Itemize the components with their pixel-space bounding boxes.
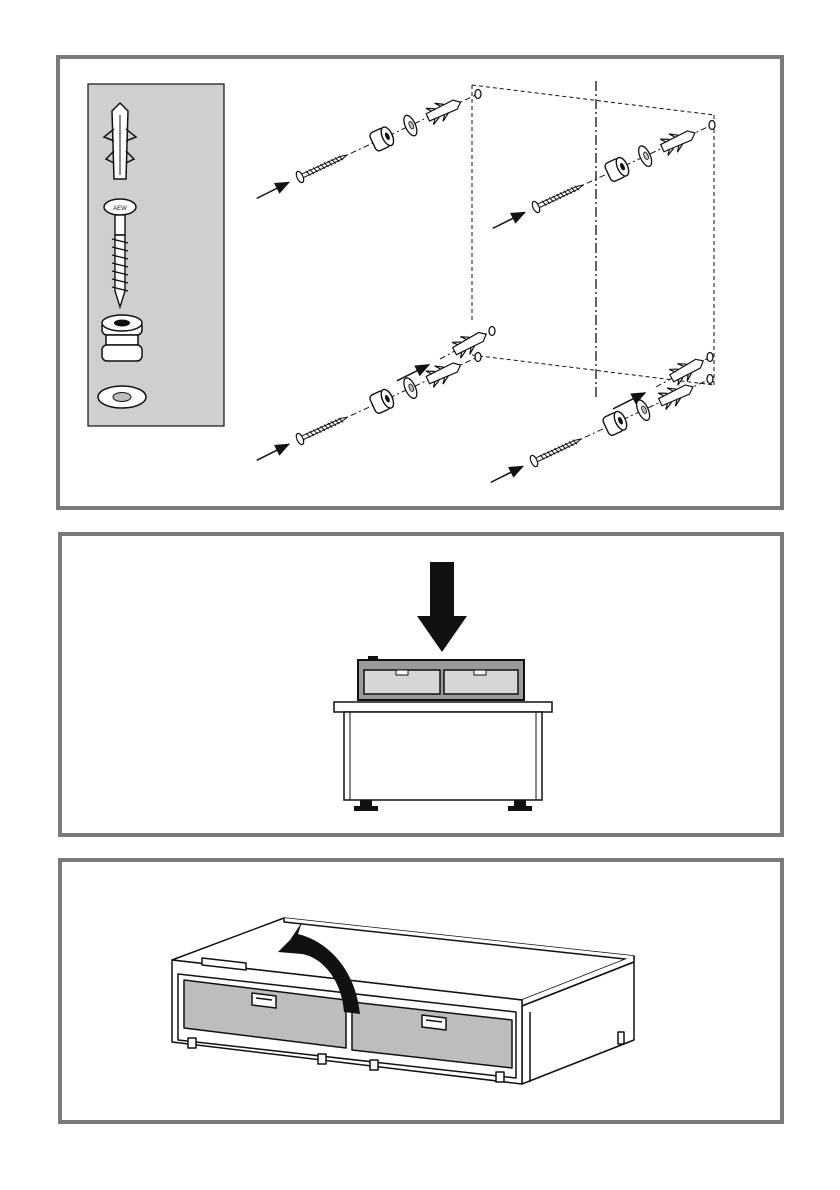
hardware-set [257,353,481,461]
wall-plug-icon [424,356,465,389]
insert-arrow-icon [491,466,523,482]
wall-hole-icon [475,353,481,362]
worktop [334,702,552,712]
washer-icon [636,144,654,168]
wall-hole-icon [489,327,495,336]
insert-arrow-icon [257,444,289,460]
spacer-bushing-icon [602,410,629,437]
wall-hole-icon [709,121,715,130]
hardware-set [491,375,713,483]
drawer-unit-perspective [172,918,634,1084]
wall-plug-icon [658,124,699,157]
spacer-bushing-icon [369,388,396,415]
down-arrow-icon [417,562,467,652]
drawer-unit [358,656,524,700]
screw-icon [295,412,350,446]
screw-icon [529,434,584,468]
step-panel-wall-mounting: AEW [56,55,784,510]
hardware-legend: AEW [88,84,224,426]
washer-icon [401,113,419,137]
hardware-set [493,121,715,229]
washer-icon [401,376,419,400]
wall-plug-icon [656,378,697,411]
insert-arrow-icon [257,182,289,198]
base-cabinet [334,702,552,811]
spacer-bushing-icon [102,315,142,361]
step-panel-place-unit [58,532,784,837]
step-panel-open-lid [58,858,784,1124]
hardware-sets [257,90,715,483]
open-lid-diagram [62,862,780,1120]
wall-hole-icon [707,353,713,362]
screw-icon [295,150,350,184]
hardware-set [257,90,481,199]
wall-plug-icon [450,325,491,360]
spacer-bushing-icon [369,125,396,152]
washer-icon [98,386,146,408]
washer-icon [634,398,652,422]
spacer-bushing-icon [604,156,631,183]
insert-arrow-icon [397,365,429,381]
wall-plug-icon [424,93,465,126]
place-unit-diagram [62,536,780,833]
wall-hole-icon [475,90,481,99]
wall-outline [472,85,714,385]
wall-mounting-diagram: AEW [60,59,780,506]
screw-icon [531,180,586,214]
wall-hole-icon [707,375,713,384]
insert-arrow-icon [493,212,525,228]
screw-head-text: AEW [113,206,127,212]
